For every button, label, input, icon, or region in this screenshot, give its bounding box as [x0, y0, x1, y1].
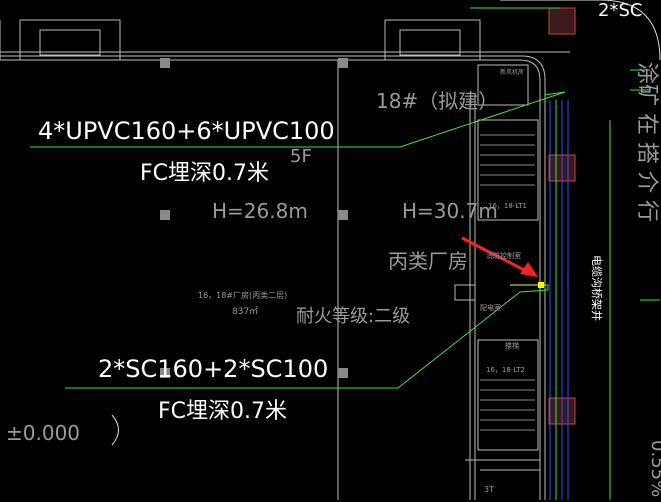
- room-small-1: 配电室: [480, 303, 501, 312]
- stair-label-2: 16，18-LT2: [486, 366, 525, 374]
- cable-note-2-line1[interactable]: 2*SC160+2*SC100: [98, 355, 328, 383]
- cable-note-1-line1[interactable]: 4*UPVC160+6*UPVC100: [38, 117, 335, 145]
- cable-note-1-line2[interactable]: FC埋深0.7米: [140, 161, 269, 186]
- height-left-label: H=26.8m: [212, 199, 308, 223]
- right-bottom-text: 0.55%: [647, 440, 661, 497]
- red-arrow-icon: [461, 236, 538, 277]
- columns: [160, 58, 348, 378]
- elevation-label: ±0.000: [6, 421, 80, 445]
- room-small-3: 消防控制室: [486, 251, 521, 260]
- top-right-label: 2*SC: [598, 0, 642, 21]
- plant-class-label: 丙类厂房: [388, 249, 468, 273]
- road-edge: [500, 0, 661, 61]
- shaft-label: 电缆沟桥架井: [590, 255, 604, 321]
- building-walls: [0, 19, 570, 500]
- stair-hatch: [480, 134, 535, 431]
- right-edge-text: 涂矿 在 搭 介 行: [634, 62, 659, 222]
- room-area: 837㎡: [232, 306, 258, 317]
- building-label: 18#（拟建）: [376, 89, 498, 113]
- height-right-label: H=30.7m: [402, 199, 498, 223]
- room-small-4: 新风机房: [500, 68, 524, 76]
- fire-rating-label: 耐火等级:二级: [296, 306, 410, 327]
- cable-note-2-line2[interactable]: FC埋深0.7米: [158, 399, 287, 424]
- stair-label-1: 16，18-LT1: [488, 202, 527, 210]
- room-small-2: 楼梯: [505, 341, 519, 350]
- room-label-1: 16，18#厂房(丙类二层): [198, 290, 287, 300]
- cable-shaft: [544, 91, 569, 500]
- bottom-tag: 3T: [484, 485, 494, 494]
- floors-label: 5F: [290, 146, 312, 167]
